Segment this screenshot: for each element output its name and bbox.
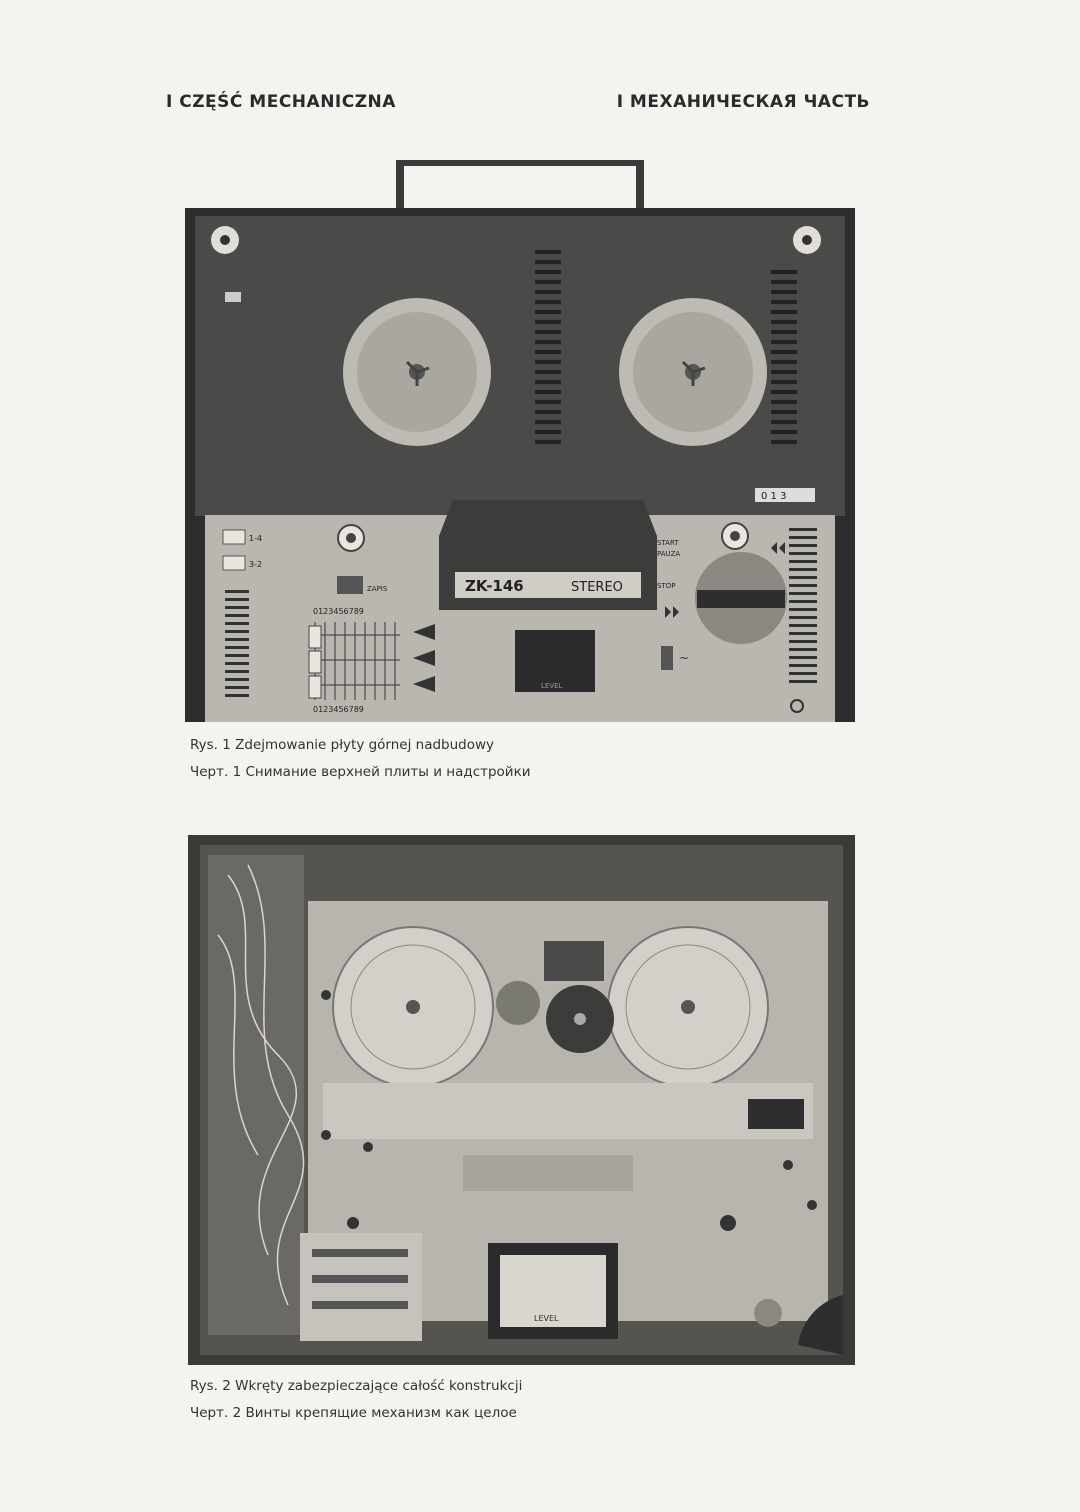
slider-arrows bbox=[413, 624, 435, 692]
counter-mechanism bbox=[748, 1099, 804, 1129]
slider-knob-3[interactable] bbox=[308, 675, 322, 699]
model-badge bbox=[455, 572, 641, 598]
figure-1-caption-ru: Черт. 1 Снимание верхней плиты и надстро… bbox=[190, 764, 531, 780]
reel-left bbox=[343, 298, 491, 446]
figure-1-illustration: 0 1 3 ZK-146 STEREO LEVEL 1-4 3-2 ZAPIS … bbox=[185, 158, 855, 722]
top-vent-right bbox=[771, 270, 797, 444]
slider-knob-2[interactable] bbox=[308, 650, 322, 674]
ac-icon: ~ bbox=[679, 651, 689, 665]
reel-right bbox=[619, 298, 767, 446]
figure-2-illustration: LEVEL bbox=[188, 835, 855, 1365]
stop-label: STOP bbox=[657, 582, 675, 590]
pause-label: PAUZA bbox=[657, 550, 680, 558]
tape-counter bbox=[755, 488, 815, 502]
track-button-b[interactable] bbox=[222, 555, 246, 571]
head-block bbox=[463, 1155, 633, 1191]
figure-1-photo: 0 1 3 ZK-146 STEREO LEVEL 1-4 3-2 ZAPIS … bbox=[185, 158, 855, 722]
start-label: START bbox=[657, 539, 679, 547]
figure-2-caption-pl: Rys. 2 Wkręty zabezpieczające całość kon… bbox=[190, 1378, 523, 1394]
slider-scale-top: 0123456789 bbox=[313, 607, 364, 616]
motor bbox=[544, 941, 604, 981]
transport-knob-bar bbox=[697, 590, 785, 608]
tape-counter-digits: 0 1 3 bbox=[761, 491, 786, 502]
wiring-board bbox=[208, 855, 304, 1335]
reel-right bbox=[607, 926, 769, 1088]
level-meter-label: LEVEL bbox=[541, 682, 563, 690]
model-name: ZK-146 bbox=[465, 577, 524, 595]
stereo-label: STEREO bbox=[571, 580, 623, 595]
figure-1-caption-pl: Rys. 1 Zdejmowanie płyty górnej nadbudow… bbox=[190, 737, 495, 753]
reel-left bbox=[332, 926, 494, 1088]
slider-scale-bottom: 0123456789 bbox=[313, 705, 364, 714]
output-socket bbox=[754, 1299, 782, 1327]
head-assembly-plate bbox=[323, 1083, 813, 1139]
figure-2-caption-ru: Черт. 2 Винты крепящие механизм как цело… bbox=[190, 1405, 517, 1421]
track-label-b: 3-2 bbox=[249, 560, 262, 569]
record-label: ZAPIS bbox=[367, 585, 388, 593]
header-right: I МЕХАНИЧЕСКАЯ ЧАСТЬ bbox=[616, 92, 870, 112]
figure-2-photo: LEVEL bbox=[188, 835, 855, 1365]
headphone-icon bbox=[790, 699, 804, 713]
slider-knob-1[interactable] bbox=[308, 625, 322, 649]
power-switch[interactable] bbox=[661, 646, 673, 670]
header-left: I CZĘŚĆ MECHANICZNA bbox=[166, 92, 396, 112]
level-meter-label: LEVEL bbox=[534, 1314, 559, 1323]
mounting-screws bbox=[321, 990, 817, 1231]
cooling-fan bbox=[496, 981, 540, 1025]
level-meter bbox=[515, 630, 595, 692]
track-label-a: 1-4 bbox=[249, 534, 262, 543]
record-button[interactable] bbox=[337, 576, 363, 594]
rewind-icon bbox=[665, 606, 679, 618]
panel-vent-left bbox=[225, 590, 249, 697]
track-button-a[interactable] bbox=[222, 529, 246, 545]
wires bbox=[217, 864, 305, 1306]
top-vent-left bbox=[535, 250, 561, 444]
panel-vent-right bbox=[789, 528, 817, 683]
slider-grid bbox=[310, 622, 400, 700]
fast-forward-icon bbox=[771, 542, 785, 554]
